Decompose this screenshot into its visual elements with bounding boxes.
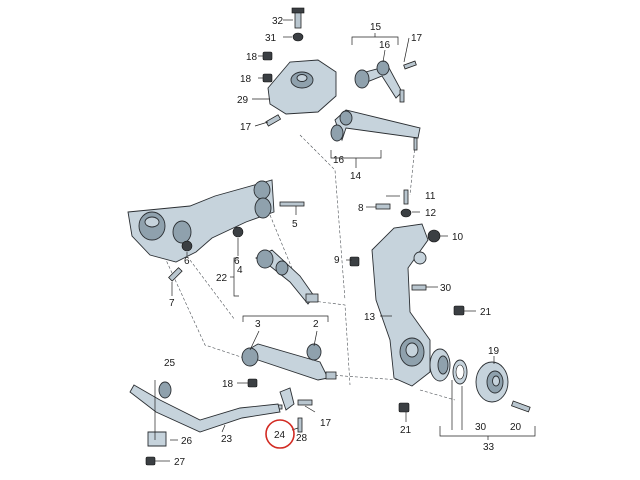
callout-3: 3 [255, 319, 261, 330]
callout-18-b: 18 [240, 74, 252, 85]
subframe [127, 179, 275, 263]
nut-18a [262, 51, 273, 61]
callout-17-a: 17 [240, 122, 252, 133]
stabilizer-bracket-26 [147, 431, 167, 447]
callout-8: 8 [358, 203, 364, 214]
nut-18c [247, 378, 258, 388]
callout-15: 15 [370, 22, 382, 33]
callout-22: 22 [216, 273, 228, 284]
wheel-bearing [429, 348, 451, 382]
bushing-6b [232, 226, 244, 238]
callout-16-a: 16 [379, 40, 391, 51]
callout-24: 24 [274, 430, 286, 441]
callout-32: 32 [272, 16, 284, 27]
callout-5: 5 [292, 219, 298, 230]
bolt-17c [297, 399, 313, 406]
callout-7: 7 [169, 298, 175, 309]
bolt-17a [265, 114, 282, 127]
callout-9: 9 [334, 255, 340, 266]
callout-19: 19 [488, 346, 500, 357]
callout-21-a: 21 [480, 307, 492, 318]
wheel-hub-19 [475, 361, 509, 403]
braces [154, 33, 536, 440]
callout-21-b: 21 [400, 425, 412, 436]
nut-21a [453, 305, 465, 316]
upper-control-arm-front [354, 60, 417, 103]
callout-20: 20 [510, 422, 522, 433]
bolt-5 [279, 201, 305, 207]
steering-knuckle [371, 223, 431, 387]
nut-21b [398, 402, 410, 413]
callout-25: 25 [164, 358, 176, 369]
callout-29: 29 [237, 95, 249, 106]
balljoint-knuckle [413, 251, 427, 265]
callout-26: 26 [181, 436, 193, 447]
lower-control-arm [255, 249, 319, 305]
stabilizer-bar [129, 381, 281, 433]
callouts: 32 31 18 18 29 17 15 16 17 16 14 11 8 12… [164, 16, 522, 468]
bushing-6a [181, 240, 193, 252]
callout-33: 33 [483, 442, 495, 453]
bolt-7 [168, 267, 183, 282]
callout-31: 31 [265, 33, 277, 44]
highlight-ring-24 [265, 419, 295, 449]
bushing-12 [400, 208, 412, 218]
callout-23: 23 [221, 434, 233, 445]
upper-mount-bracket [267, 59, 337, 115]
nut-18b [262, 73, 273, 83]
callout-30-b: 30 [475, 422, 487, 433]
callout-17-b: 17 [411, 33, 423, 44]
callout-2: 2 [313, 319, 319, 330]
callout-6-b: 6 [234, 256, 240, 267]
assembly-guide-lines [149, 134, 456, 401]
callout-28: 28 [296, 433, 308, 444]
washer-31 [292, 32, 304, 42]
upper-control-arm-rear [330, 109, 421, 151]
callout-4: 4 [237, 265, 243, 276]
lower-link-arm [241, 343, 337, 381]
callout-13: 13 [364, 312, 376, 323]
hub-bolt-20 [511, 400, 531, 413]
leader-lines [155, 19, 495, 462]
callout-18-c: 18 [222, 379, 234, 390]
callout-30-a: 30 [440, 283, 452, 294]
bolt-28 [297, 417, 303, 433]
callout-12: 12 [425, 208, 437, 219]
bolt-30a [411, 284, 427, 291]
seal-ring [452, 359, 468, 385]
bolt-11 [403, 189, 409, 205]
callout-17-c: 17 [320, 418, 332, 429]
nut-27 [145, 456, 156, 466]
callout-18-a: 18 [246, 52, 258, 63]
callout-16-b: 16 [333, 155, 345, 166]
callout-6-a: 6 [184, 256, 190, 267]
callout-14: 14 [350, 171, 362, 182]
callout-11: 11 [425, 191, 436, 202]
callout-27: 27 [174, 457, 186, 468]
callout-10: 10 [452, 232, 464, 243]
bolt-32 [291, 7, 305, 29]
nut-9 [349, 256, 360, 267]
bushing-10 [427, 229, 441, 243]
bolt-8 [375, 203, 391, 210]
